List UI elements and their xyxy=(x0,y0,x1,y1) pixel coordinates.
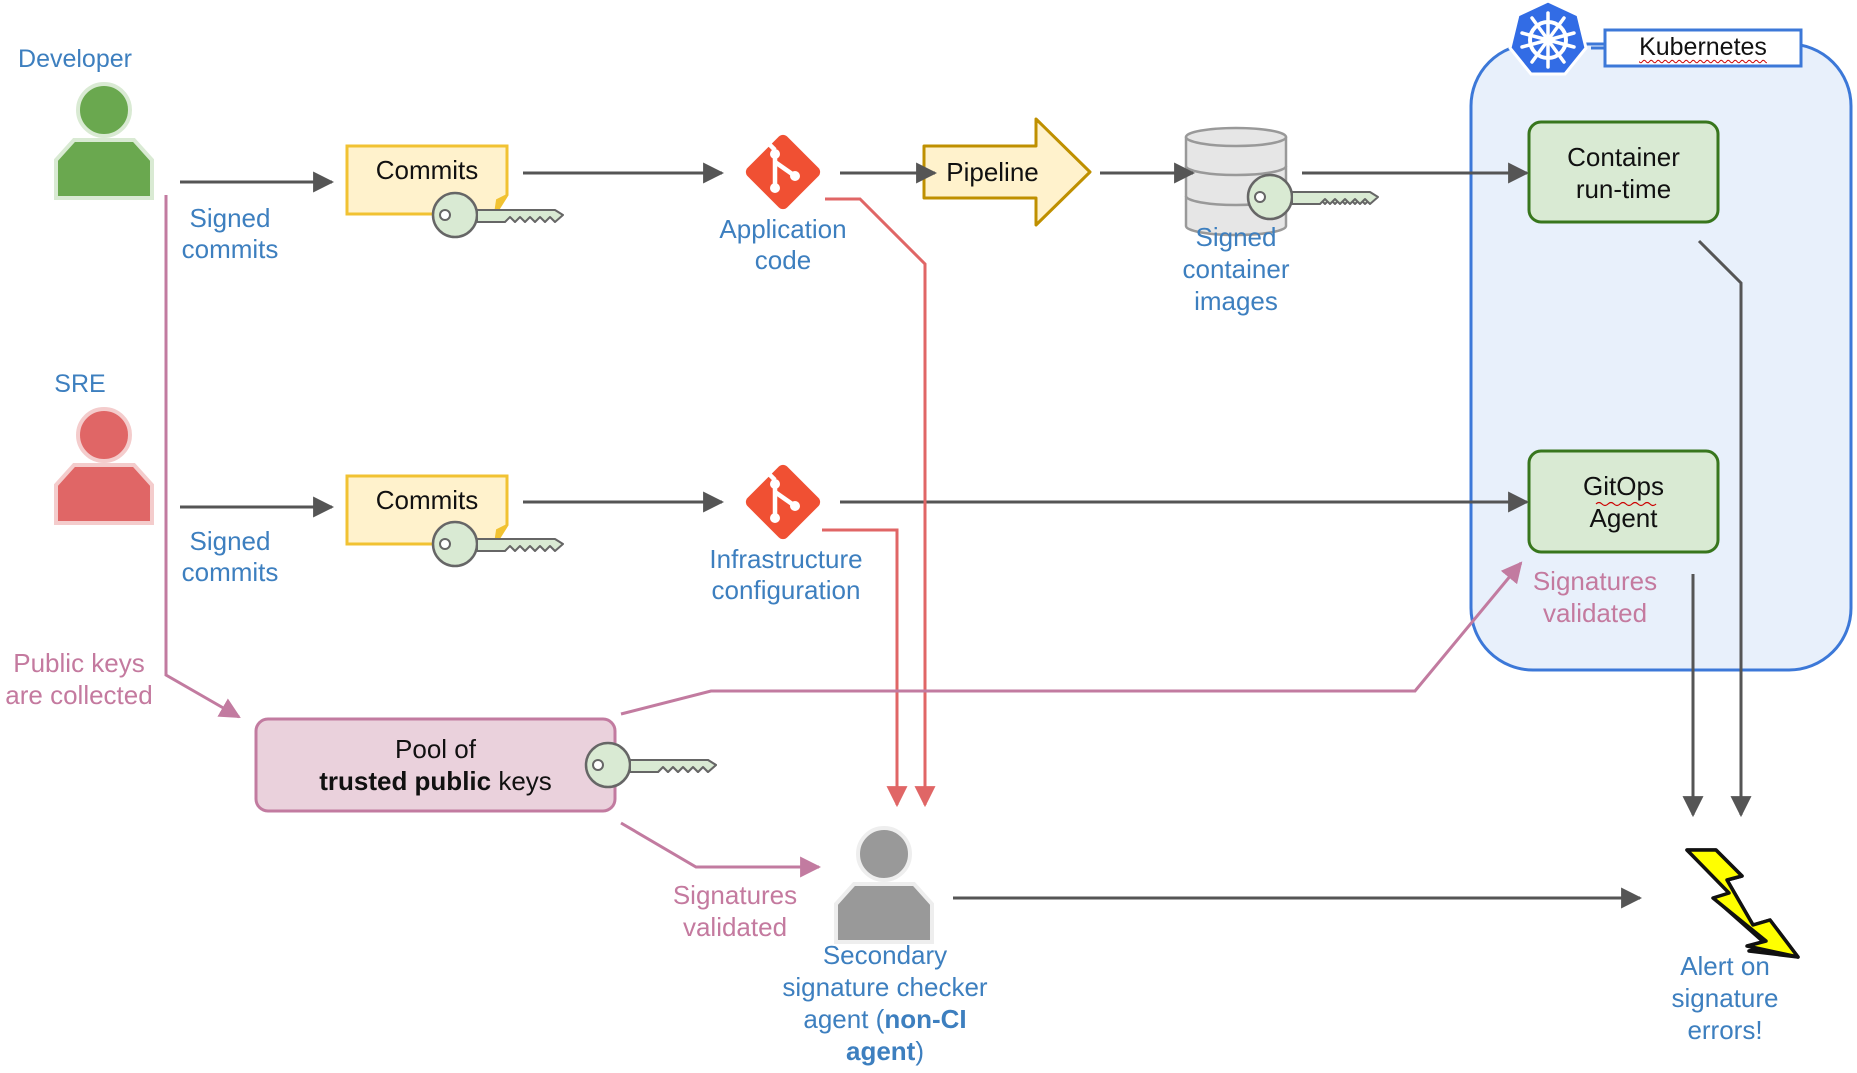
arrow-runtime-to-alert xyxy=(1697,239,1752,818)
kubernetes-label: Kubernetes xyxy=(1639,33,1767,61)
arrow-pool-to-gitops xyxy=(620,561,1523,716)
arrow-git-app-to-secondary xyxy=(825,197,936,808)
secondary-checker-label: Secondary signature checker agent (non-C… xyxy=(782,940,988,1066)
arrow-git-infra-to-secondary xyxy=(822,528,908,808)
secondary-agent-person-icon xyxy=(834,826,934,944)
kubernetes-label-box xyxy=(1603,28,1803,68)
git-icon-app xyxy=(743,132,822,211)
commits-label-2: Commits xyxy=(375,485,479,515)
sre-label: SRE xyxy=(54,370,106,398)
developer-person-icon xyxy=(54,82,154,200)
kubernetes-helm-icon xyxy=(1508,0,1588,76)
sre-person-icon xyxy=(54,407,154,525)
trusted-keys-pool-label: Pool of trusted public keys xyxy=(319,734,552,796)
arrow-pool-to-secondary xyxy=(620,821,822,878)
git-icon-infra xyxy=(743,462,822,541)
developer-label: Developer xyxy=(18,45,132,73)
pipeline-arrow-shape xyxy=(922,117,1092,227)
arrow-public-keys-collected xyxy=(164,195,241,719)
pipeline-label: Pipeline xyxy=(946,157,1039,187)
commits-label-1: Commits xyxy=(375,155,479,185)
